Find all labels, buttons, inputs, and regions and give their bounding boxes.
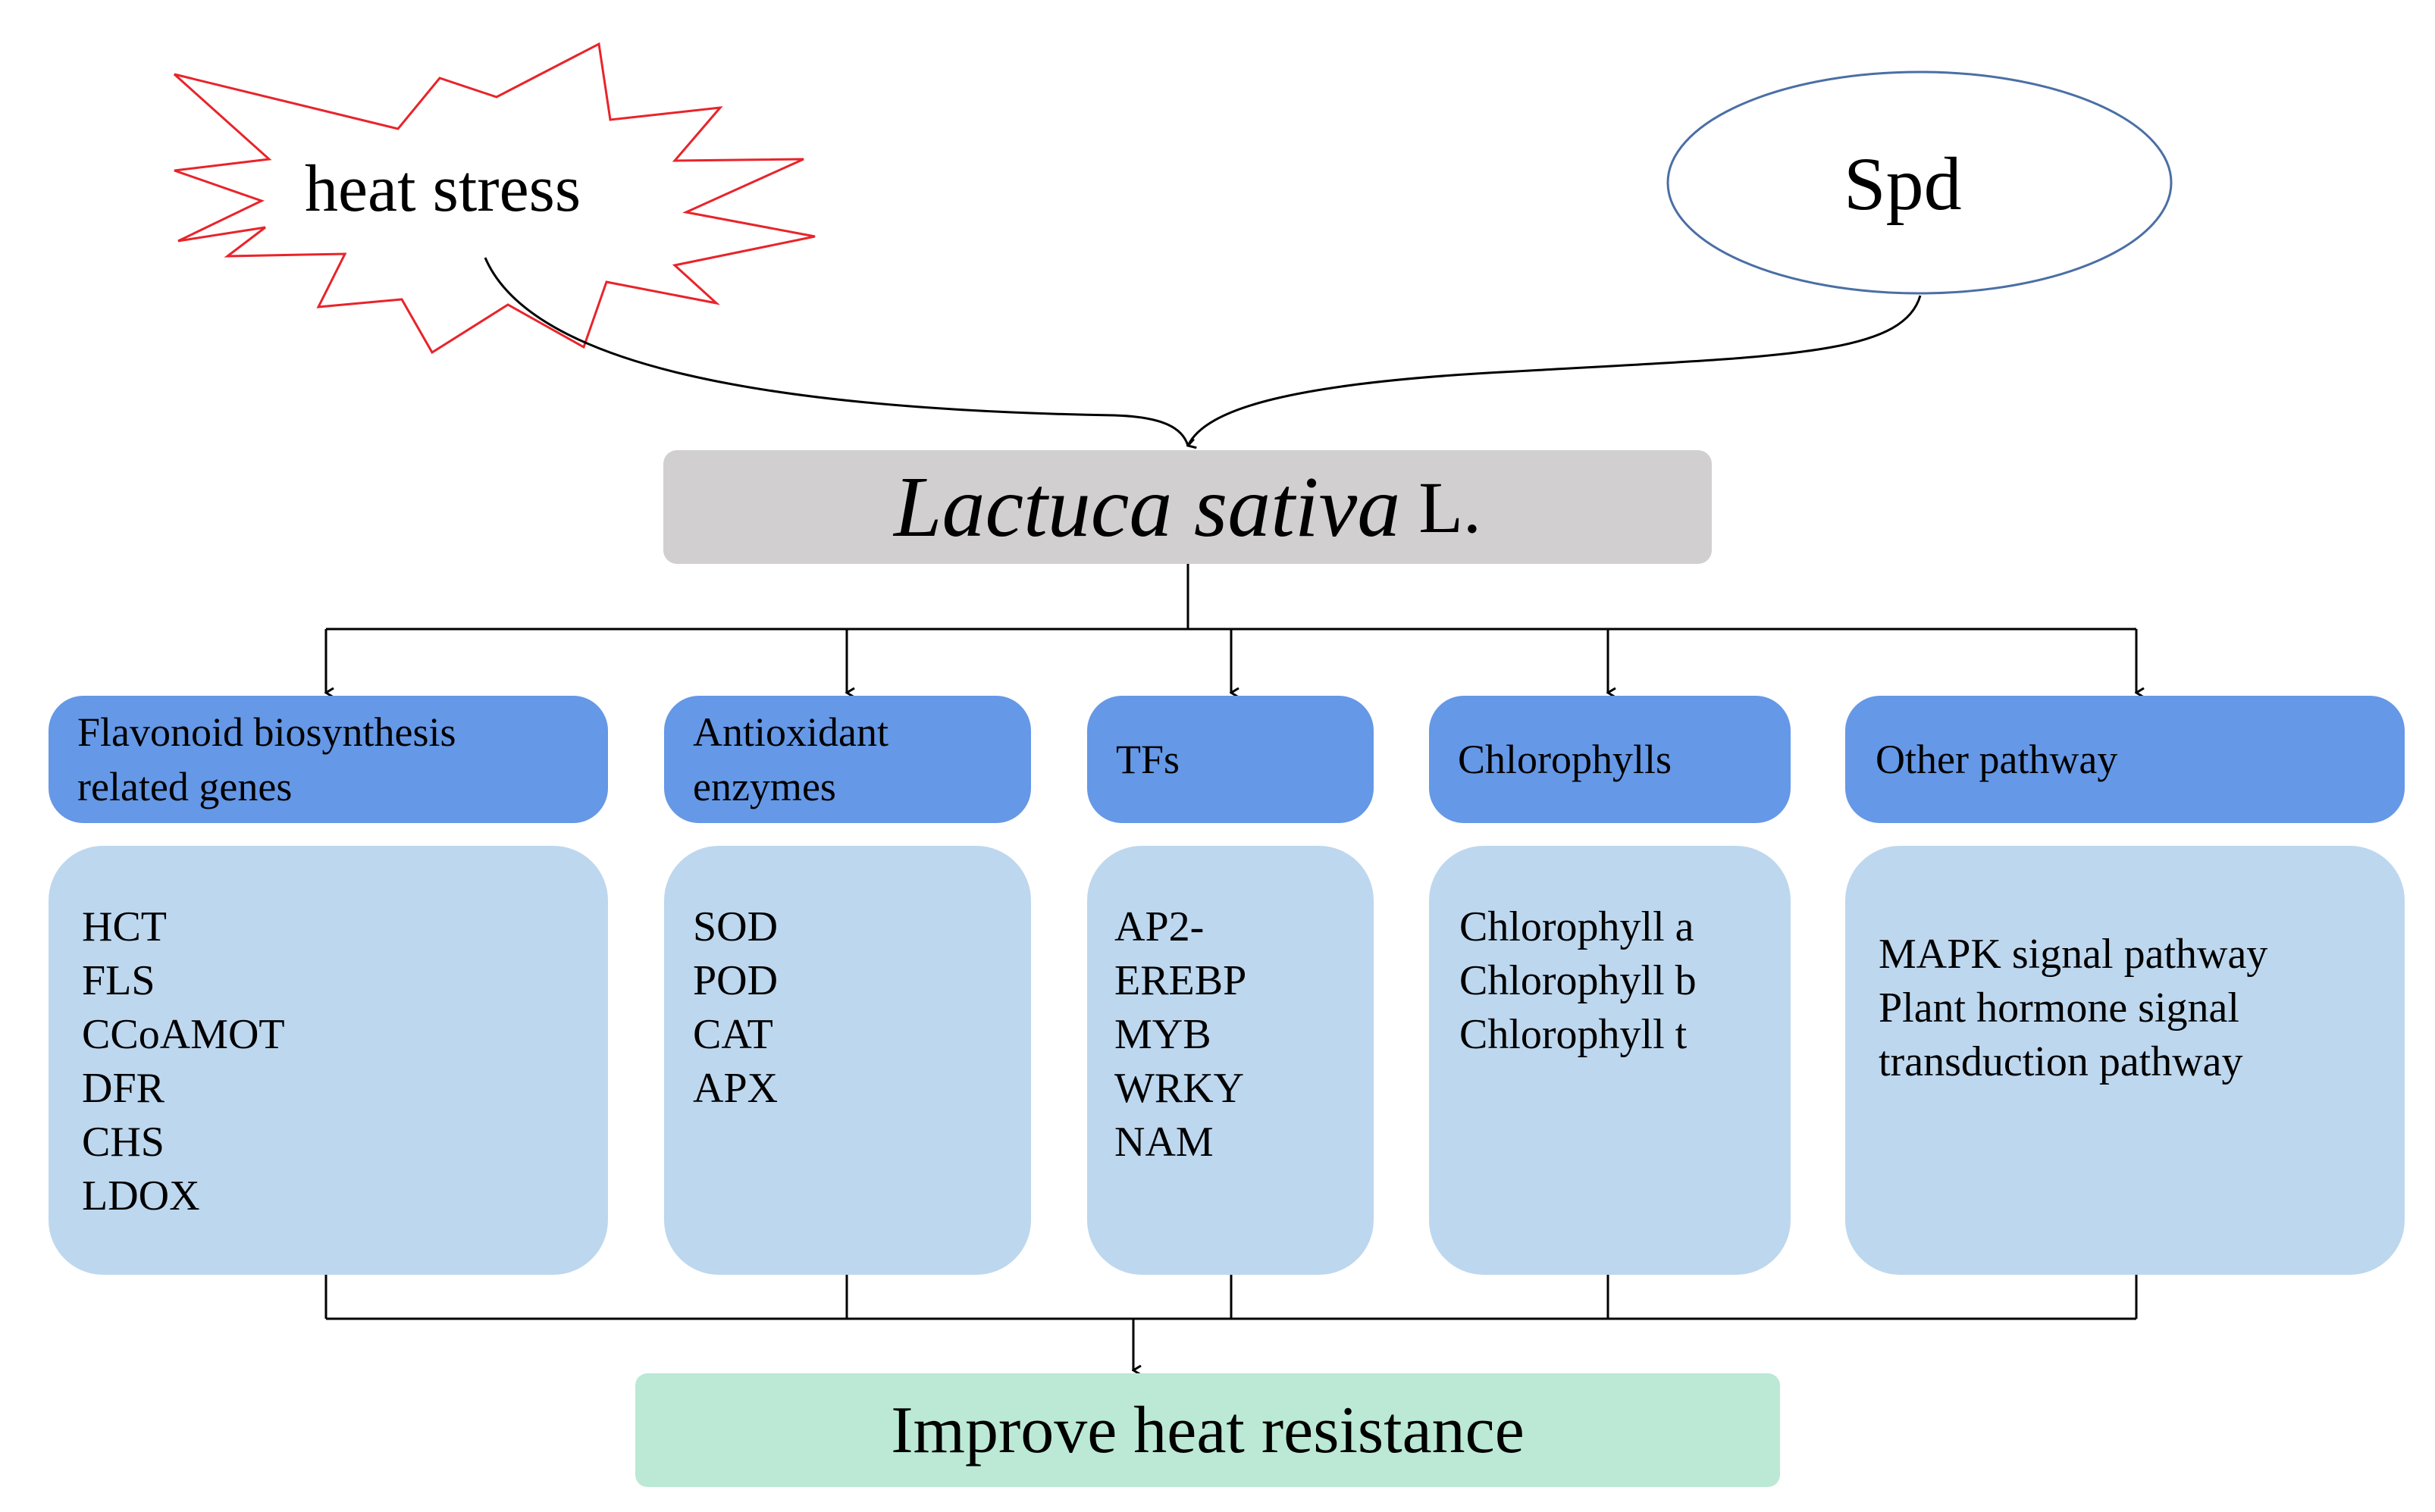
header-tfs: TFs (1087, 696, 1374, 823)
outcome-box: Improve heat resistance (635, 1373, 1780, 1487)
header-antioxidant-label: Antioxidant enzymes (693, 709, 888, 809)
list-item: LDOX (82, 1172, 200, 1219)
heat-stress-label: heat stress (305, 152, 581, 226)
spd-ellipse (1666, 70, 2173, 295)
detail-other: MAPK signal pathway Plant hormone signal… (1845, 846, 2405, 1275)
organism-authority: L. (1418, 466, 1481, 548)
detail-tfs: AP2- EREBP MYB WRKY NAM (1087, 846, 1374, 1275)
list-item: Chlorophyll t (1459, 1011, 1688, 1058)
list-item: CAT (693, 1011, 773, 1058)
list-item: transduction pathway (1879, 1038, 2243, 1085)
list-item: POD (693, 957, 779, 1004)
list-item: NAM (1114, 1119, 1214, 1166)
header-flavonoid-label: Flavonoid biosynthesis related genes (77, 709, 456, 809)
header-antioxidant: Antioxidant enzymes (664, 696, 1031, 823)
header-chlorophylls-label: Chlorophylls (1458, 737, 1672, 782)
list-item: CCoAMOT (82, 1011, 285, 1058)
heat-stress-starburst (173, 42, 816, 355)
list-item: DFR (82, 1065, 165, 1112)
list-item: EREBP (1114, 957, 1247, 1004)
header-other: Other pathway (1845, 696, 2405, 823)
detail-flavonoid: HCT FLS CCoAMOT DFR CHS LDOX (49, 846, 608, 1275)
header-other-label: Other pathway (1876, 737, 2118, 782)
header-chlorophylls: Chlorophylls (1429, 696, 1791, 823)
list-item: HCT (82, 903, 167, 950)
list-item: AP2- (1114, 903, 1205, 950)
list-item: SOD (693, 903, 779, 950)
detail-antioxidant: SOD POD CAT APX (664, 846, 1031, 1275)
list-item: Chlorophyll a (1459, 903, 1694, 950)
list-item: FLS (82, 957, 155, 1004)
list-item: CHS (82, 1119, 165, 1166)
header-tfs-label: TFs (1116, 737, 1180, 782)
list-item: MYB (1114, 1011, 1211, 1058)
connector-spd-to-organism (1186, 295, 1922, 446)
list-item: WRKY (1114, 1065, 1245, 1112)
list-item: Plant hormone signal (1879, 985, 2239, 1031)
list-item: APX (693, 1065, 779, 1112)
list-item: MAPK signal pathway (1879, 931, 2268, 978)
outcome-label: Improve heat resistance (891, 1393, 1525, 1467)
organism-species: Lactuca sativa (894, 459, 1401, 555)
connector-heat-to-organism (484, 257, 1188, 446)
spd-label: Spd (1844, 142, 1962, 226)
header-flavonoid: Flavonoid biosynthesis related genes (49, 696, 608, 823)
list-item: Chlorophyll b (1459, 957, 1697, 1004)
detail-chlorophylls: Chlorophyll a Chlorophyll b Chlorophyll … (1429, 846, 1791, 1275)
